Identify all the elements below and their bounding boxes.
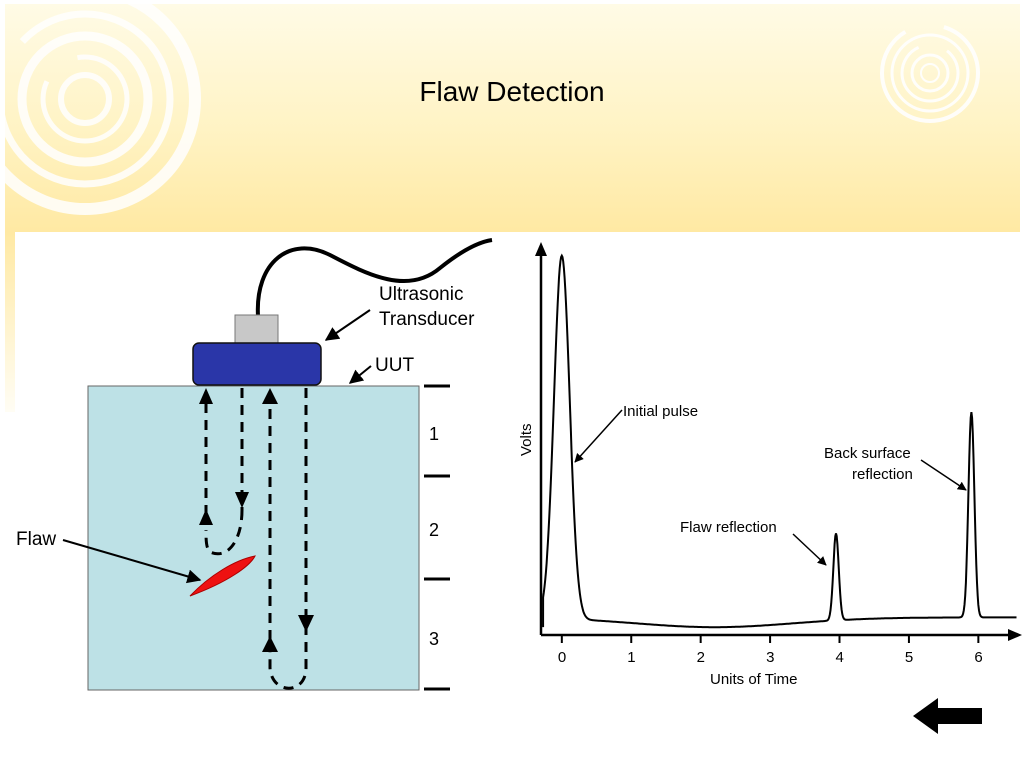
transducer-connector — [234, 314, 279, 346]
transducer-label-line2: Transducer — [379, 309, 475, 330]
x-axis-label: Units of Time — [710, 671, 798, 688]
depth-label-2: 2 — [429, 520, 439, 540]
y-axis-label: Volts — [518, 423, 535, 456]
depth-scale — [424, 384, 450, 691]
uut-pointer — [348, 365, 372, 384]
y-axis-arrow — [535, 242, 547, 256]
decorative-circles-left — [5, 4, 201, 215]
transducer-pointer — [324, 309, 371, 341]
a-scan-chart: 0 1 2 3 4 5 6 Volts Units of Time Initial puls… — [518, 242, 1022, 688]
flaw-pointer — [62, 539, 202, 584]
annotation-back-line2: reflection — [852, 466, 913, 483]
x-ticks: 0 1 2 3 4 5 6 — [558, 635, 983, 666]
flaw-shape — [189, 555, 256, 597]
slide-title: Flaw Detection — [419, 76, 605, 107]
x-tick-label: 2 — [697, 649, 705, 666]
annotation-back-line1: Back surface — [824, 445, 911, 462]
annotation-initial-pulse: Initial pulse — [623, 403, 698, 420]
transducer-cable — [255, 238, 493, 317]
uut-label: UUT — [375, 355, 414, 376]
flaw-label: Flaw — [16, 529, 56, 550]
depth-label-3: 3 — [429, 629, 439, 649]
annotation-flaw-reflection: Flaw reflection — [680, 519, 777, 536]
left-arrow-icon[interactable] — [910, 696, 985, 736]
annotation-flaw-pointer — [792, 533, 827, 566]
x-tick-label: 4 — [836, 649, 844, 666]
x-tick-label: 6 — [974, 649, 982, 666]
specimen-block — [87, 385, 420, 691]
x-tick-label: 0 — [558, 649, 566, 666]
ultrasonic-diagram: 1 2 3 Ultrasonic Transducer UUT Flaw — [16, 238, 493, 691]
annotation-initial-pointer — [574, 409, 623, 463]
decorative-circles-right — [880, 23, 980, 123]
annotation-back-pointer — [920, 459, 967, 491]
x-tick-label: 1 — [627, 649, 635, 666]
wave-paths — [204, 388, 308, 690]
transducer-label-line1: Ultrasonic — [379, 284, 463, 305]
chart-axes — [535, 242, 1022, 641]
header-band-edge — [5, 232, 15, 412]
depth-label-1: 1 — [429, 424, 439, 444]
x-tick-label: 3 — [766, 649, 774, 666]
transducer-body — [192, 342, 322, 386]
x-tick-label: 5 — [905, 649, 913, 666]
x-axis-arrow — [1008, 629, 1022, 641]
wave-arrowheads — [199, 388, 314, 652]
signal-trace — [542, 253, 1017, 629]
